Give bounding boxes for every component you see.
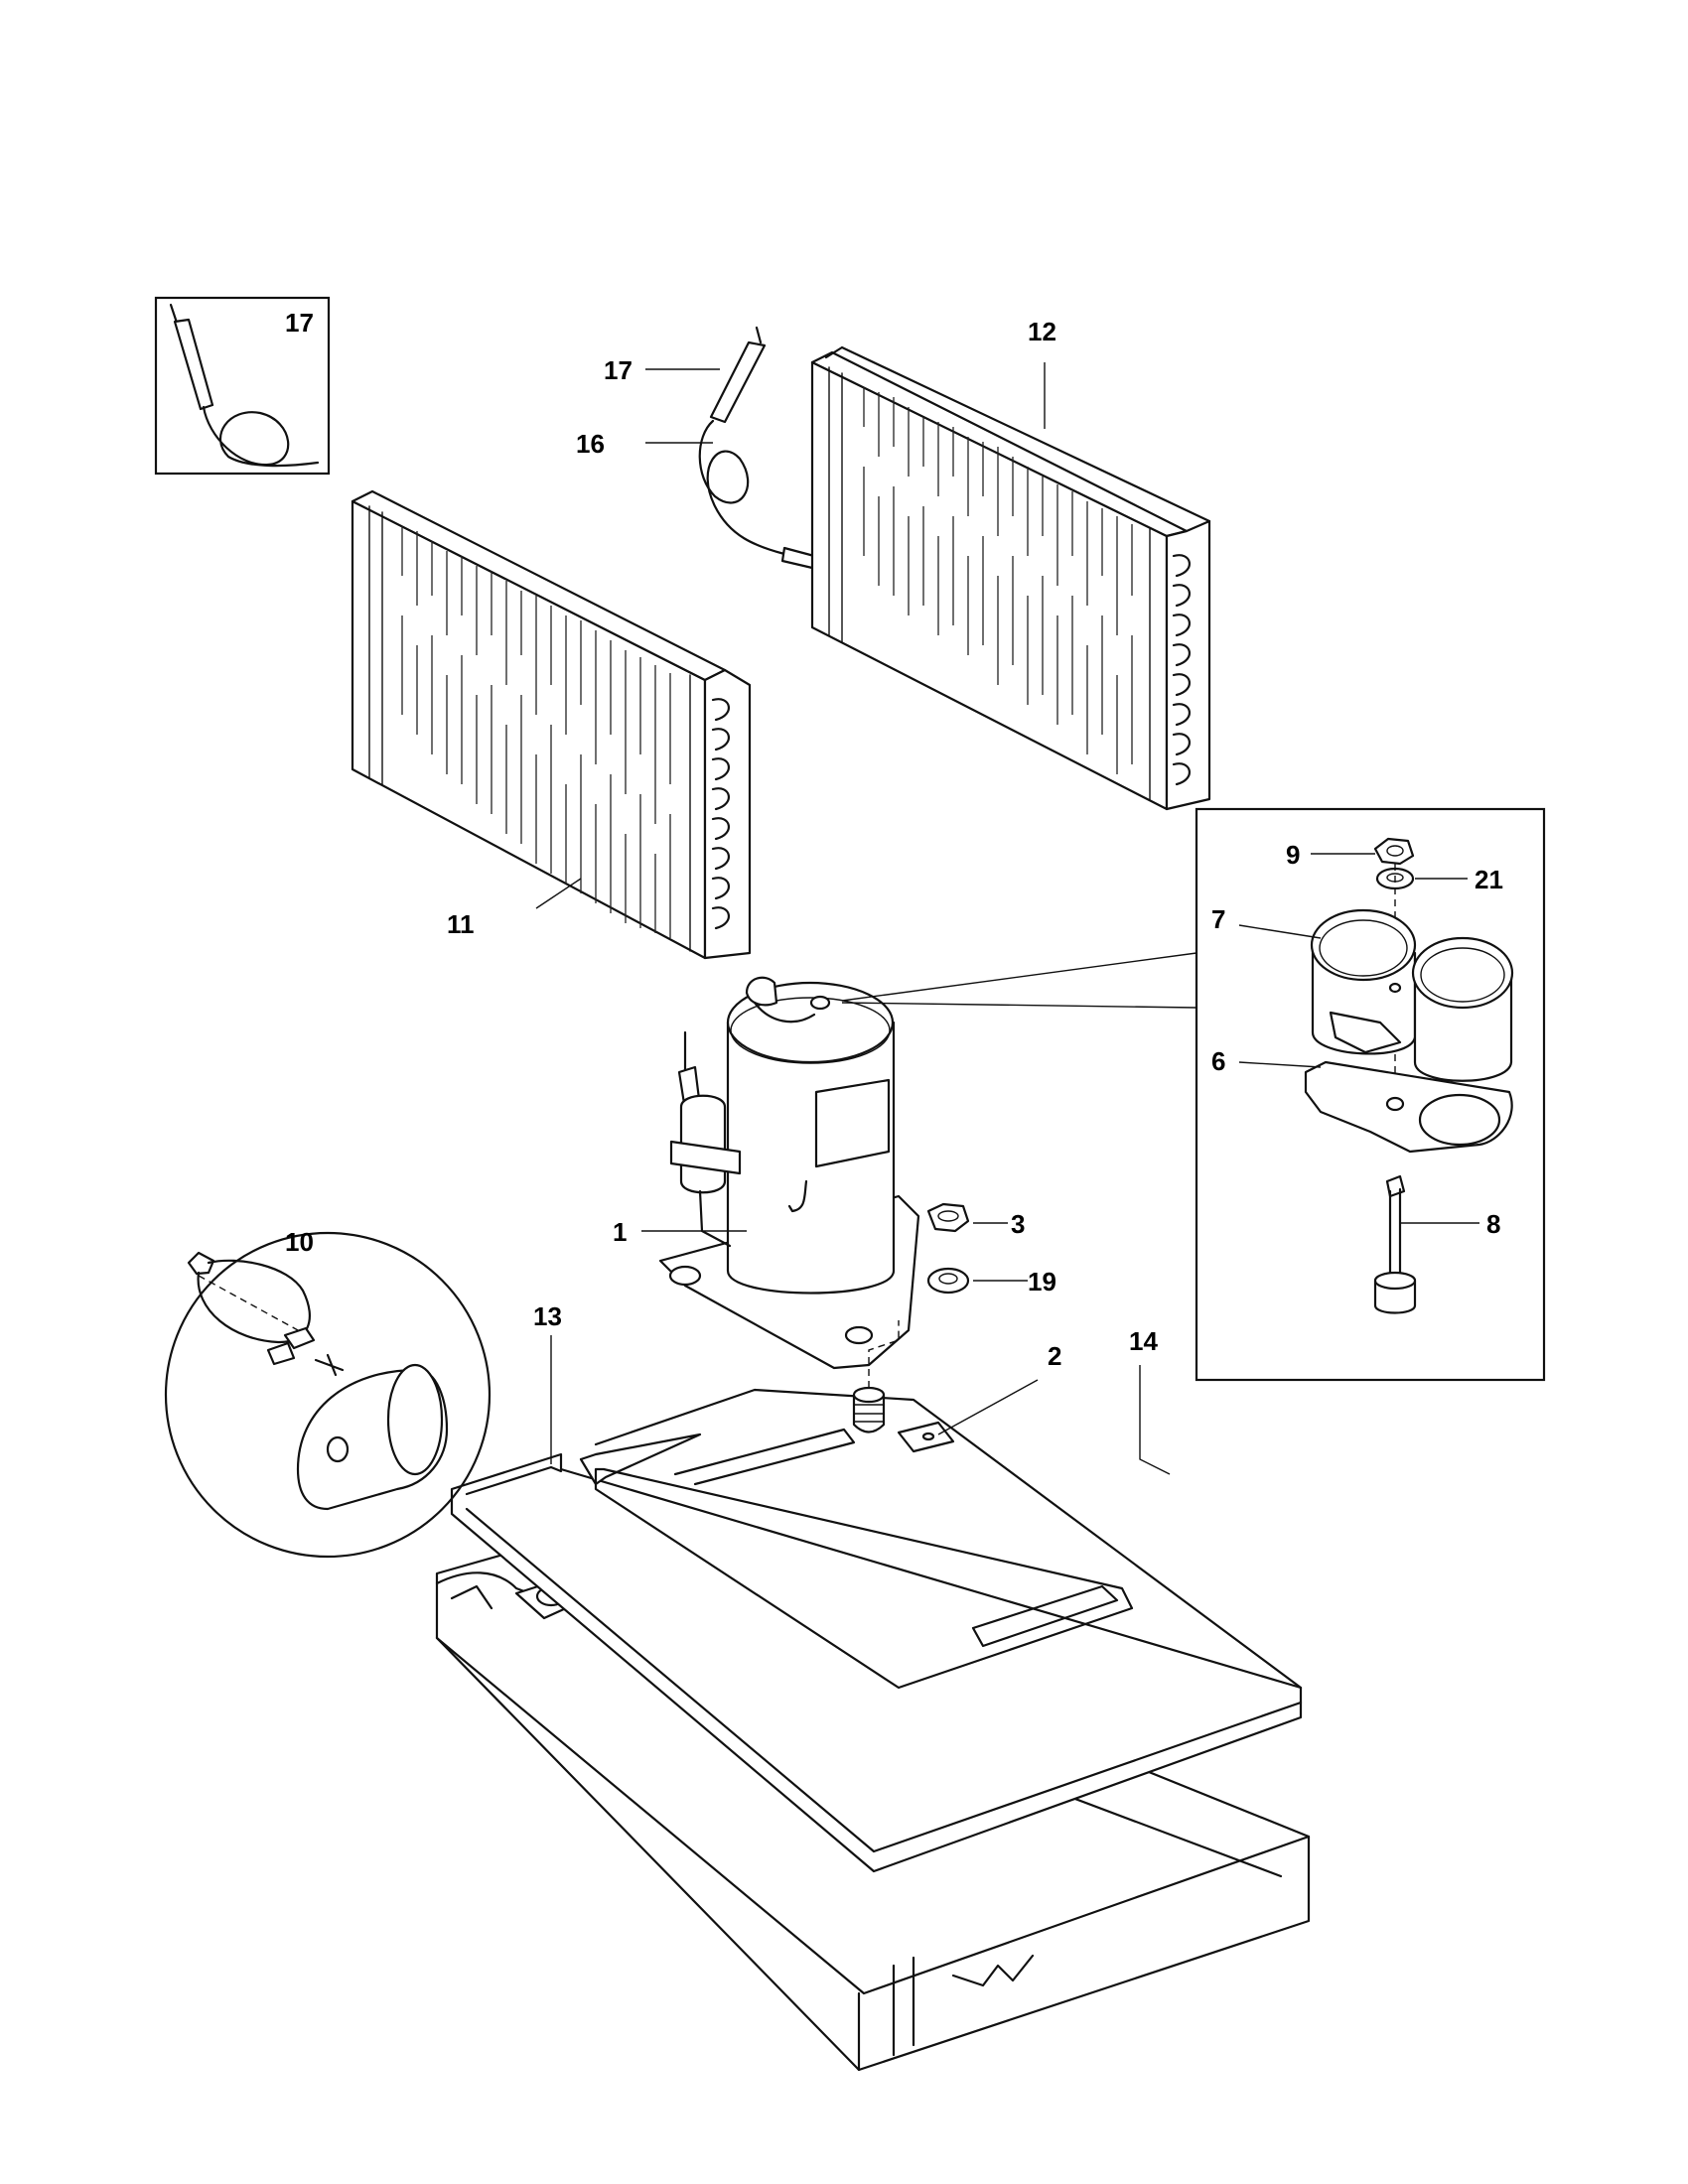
coil-11: [351, 489, 752, 960]
label-7: 7: [1211, 904, 1225, 934]
coil-12: [810, 345, 1211, 811]
washer-19: [926, 1267, 970, 1295]
label-8: 8: [1486, 1209, 1500, 1239]
bracket-6: [1304, 1060, 1513, 1154]
label-1: 1: [613, 1217, 627, 1247]
label-17-inset: 17: [285, 308, 314, 338]
label-16: 16: [576, 429, 605, 459]
drain-pan-13: [450, 1388, 1303, 1873]
label-21: 21: [1475, 865, 1503, 894]
leader-lines: [535, 362, 1479, 1475]
label-2: 2: [1048, 1341, 1061, 1371]
coil-11-return-bends: [711, 698, 730, 930]
compressor-1: [658, 976, 920, 1370]
grommet-2: [852, 1386, 886, 1433]
label-6: 6: [1211, 1046, 1225, 1076]
label-13: 13: [533, 1301, 562, 1331]
label-11: 11: [447, 909, 475, 939]
sensor-bulb-17: [698, 326, 816, 570]
capacitor-7: [1310, 908, 1514, 1082]
detail-callout-line-lower: [841, 1002, 1197, 1009]
label-9: 9: [1286, 840, 1300, 870]
label-19: 19: [1028, 1267, 1056, 1297]
nut-9: [1373, 837, 1415, 866]
inset-10-circle: [164, 1231, 492, 1559]
bolt-8: [1373, 1174, 1417, 1314]
label-3: 3: [1011, 1209, 1025, 1239]
label-12: 12: [1028, 317, 1056, 346]
mount-axis-dash: [868, 1320, 900, 1388]
detail-box: [1195, 807, 1546, 1382]
detail-callout-line-upper: [841, 952, 1197, 1002]
nut-3: [926, 1202, 970, 1233]
inset-17-box: [154, 296, 331, 476]
label-14: 14: [1129, 1326, 1158, 1356]
coil-12-return-bends: [1172, 554, 1191, 786]
mount-tab: [897, 1421, 955, 1453]
part-labels: 1 2 3 19 13 14 10 11 12 16 17 17 9 21 7 …: [285, 308, 1503, 1371]
label-10: 10: [285, 1227, 314, 1257]
label-17: 17: [604, 355, 633, 385]
sensor-bulb-17-inset: [169, 303, 320, 468]
